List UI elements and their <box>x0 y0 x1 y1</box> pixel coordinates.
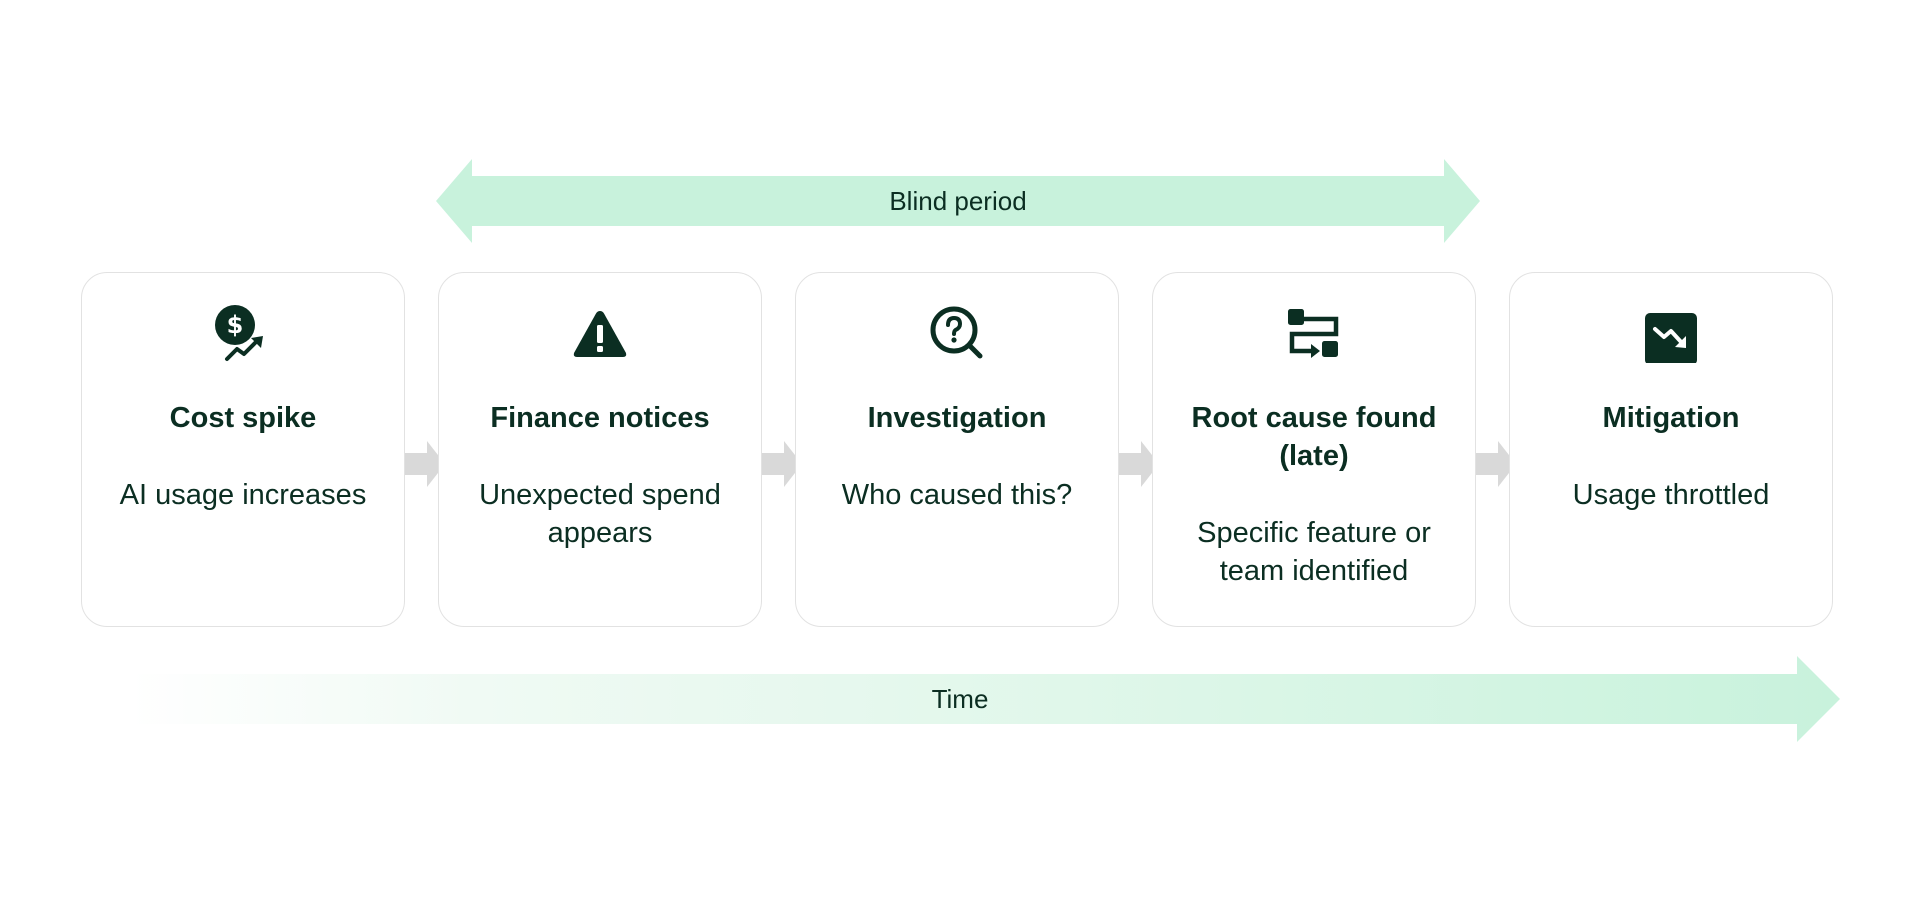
time-axis-arrow <box>130 656 1840 742</box>
step-card-mitigation: Mitigation Usage throttled <box>1509 272 1833 627</box>
step-description: Unexpected spend appears <box>479 479 721 549</box>
step-card-cost-spike: $ Cost spike AI usage increases <box>81 272 405 627</box>
blind-period-arrow <box>436 159 1480 243</box>
step-description: AI usage increases <box>119 479 367 511</box>
step-title: Mitigation <box>1602 402 1740 434</box>
step-title: Finance notices <box>490 402 710 434</box>
step-description: Usage throttled <box>1572 479 1770 511</box>
svg-text:$: $ <box>227 311 244 339</box>
step-description: Specific feature or team identified <box>1197 517 1431 587</box>
dollar-trend-up-icon: $ <box>215 305 263 363</box>
step-card-finance-notices: Finance notices Unexpected spend appears <box>438 272 762 627</box>
warning-triangle-icon <box>573 311 627 357</box>
flow-path-icon <box>1288 309 1339 358</box>
step-description: Who caused this? <box>841 479 1073 511</box>
time-axis-label: Time <box>931 684 989 714</box>
connector-arrow-icon <box>1476 441 1516 487</box>
question-search-icon <box>930 306 983 359</box>
connector-arrow-icon <box>405 441 445 487</box>
step-card-root-cause: Root cause found (late) Specific feature… <box>1152 272 1476 627</box>
step-title: Cost spike <box>169 402 317 434</box>
step-card-investigation: Investigation Who caused this? <box>795 272 1119 627</box>
trend-down-icon <box>1645 313 1697 363</box>
connector-arrow-icon <box>1119 441 1159 487</box>
step-title: Root cause found (late) <box>1191 402 1437 472</box>
connector-arrow-icon <box>762 441 802 487</box>
blind-period-label: Blind period <box>889 186 1027 216</box>
step-title: Investigation <box>867 402 1047 434</box>
